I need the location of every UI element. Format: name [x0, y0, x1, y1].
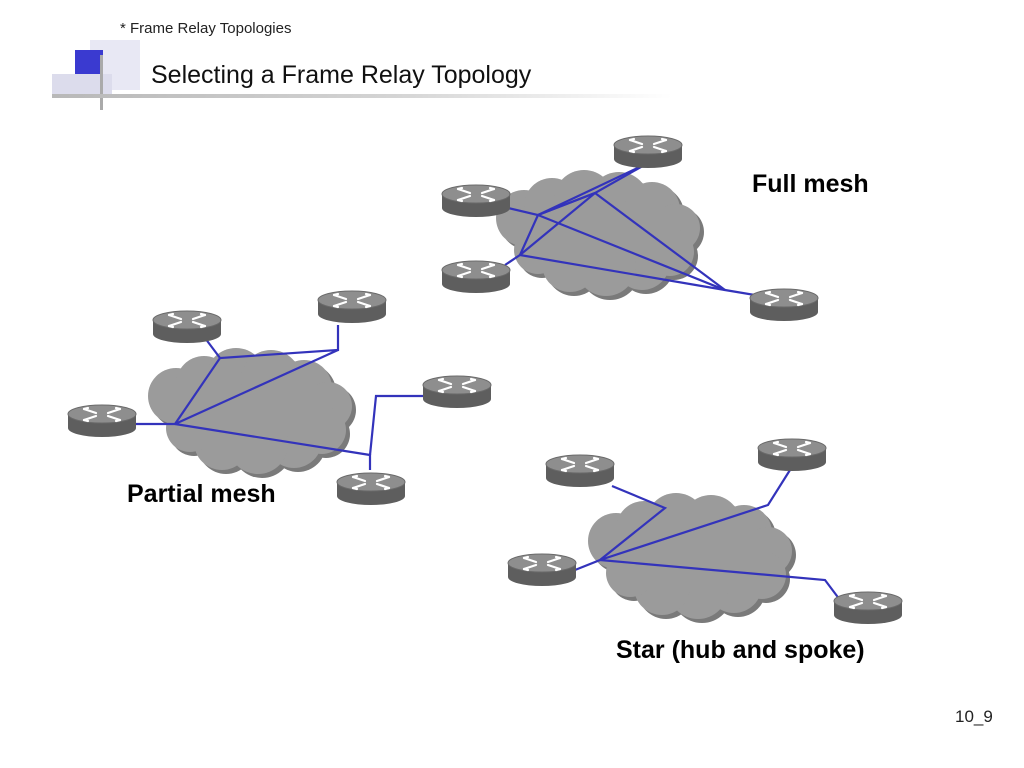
full-mesh-label: Full mesh: [752, 170, 869, 198]
router-icon: [316, 289, 388, 325]
network-cloud-icon: [588, 493, 796, 623]
router-icon: [66, 403, 138, 439]
partial-mesh-diagram: [66, 289, 493, 507]
router-icon: [335, 471, 407, 507]
star-label: Star (hub and spoke): [616, 636, 865, 664]
breadcrumb: * Frame Relay Topologies: [120, 20, 292, 37]
router-icon: [440, 183, 512, 219]
router-icon: [506, 552, 578, 588]
title-underline: [52, 94, 672, 98]
page-title: Selecting a Frame Relay Topology: [151, 61, 532, 89]
router-icon: [832, 590, 904, 626]
header-decoration: [0, 0, 140, 110]
router-icon: [544, 453, 616, 489]
router-icon: [612, 134, 684, 170]
router-icon: [756, 437, 828, 473]
router-icon: [748, 287, 820, 323]
mesh-links: [504, 162, 786, 302]
star-links: [574, 469, 841, 601]
page-number: 10_9: [955, 707, 993, 726]
network-cloud-icon: [148, 348, 356, 478]
router-icon: [151, 309, 223, 345]
mesh-links: [135, 325, 425, 470]
router-icon: [440, 259, 512, 295]
partial-mesh-label: Partial mesh: [127, 480, 276, 508]
router-icon: [421, 374, 493, 410]
star-diagram: [506, 437, 904, 626]
full-mesh-diagram: [440, 134, 820, 323]
